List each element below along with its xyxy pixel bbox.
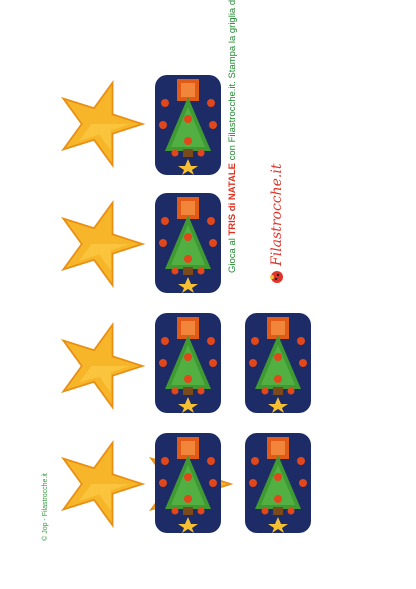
instructions-lead: Gioca al bbox=[227, 235, 238, 273]
christmas-tree-piece[interactable] bbox=[155, 193, 221, 293]
christmas-tree-piece[interactable] bbox=[155, 313, 221, 413]
star-piece[interactable] bbox=[58, 80, 146, 168]
star-piece[interactable] bbox=[58, 440, 146, 528]
instructions-body: con Filastrocche.it. Stampa la griglia d… bbox=[227, 0, 238, 163]
copyright-text: © Jop - Filastrocche.it bbox=[42, 473, 49, 541]
christmas-tree-piece[interactable] bbox=[245, 433, 311, 533]
filastrocche-logo: Filastrocche.it bbox=[266, 164, 288, 284]
logo-text: Filastrocche.it bbox=[269, 163, 285, 266]
instructions-title: TRIS di NATALE bbox=[227, 163, 238, 236]
christmas-tree-piece[interactable] bbox=[155, 75, 221, 175]
star-piece[interactable] bbox=[58, 322, 146, 410]
christmas-tree-piece[interactable] bbox=[155, 433, 221, 533]
star-piece[interactable] bbox=[58, 200, 146, 288]
christmas-tree-piece[interactable] bbox=[245, 313, 311, 413]
ladybug-icon bbox=[270, 270, 284, 284]
